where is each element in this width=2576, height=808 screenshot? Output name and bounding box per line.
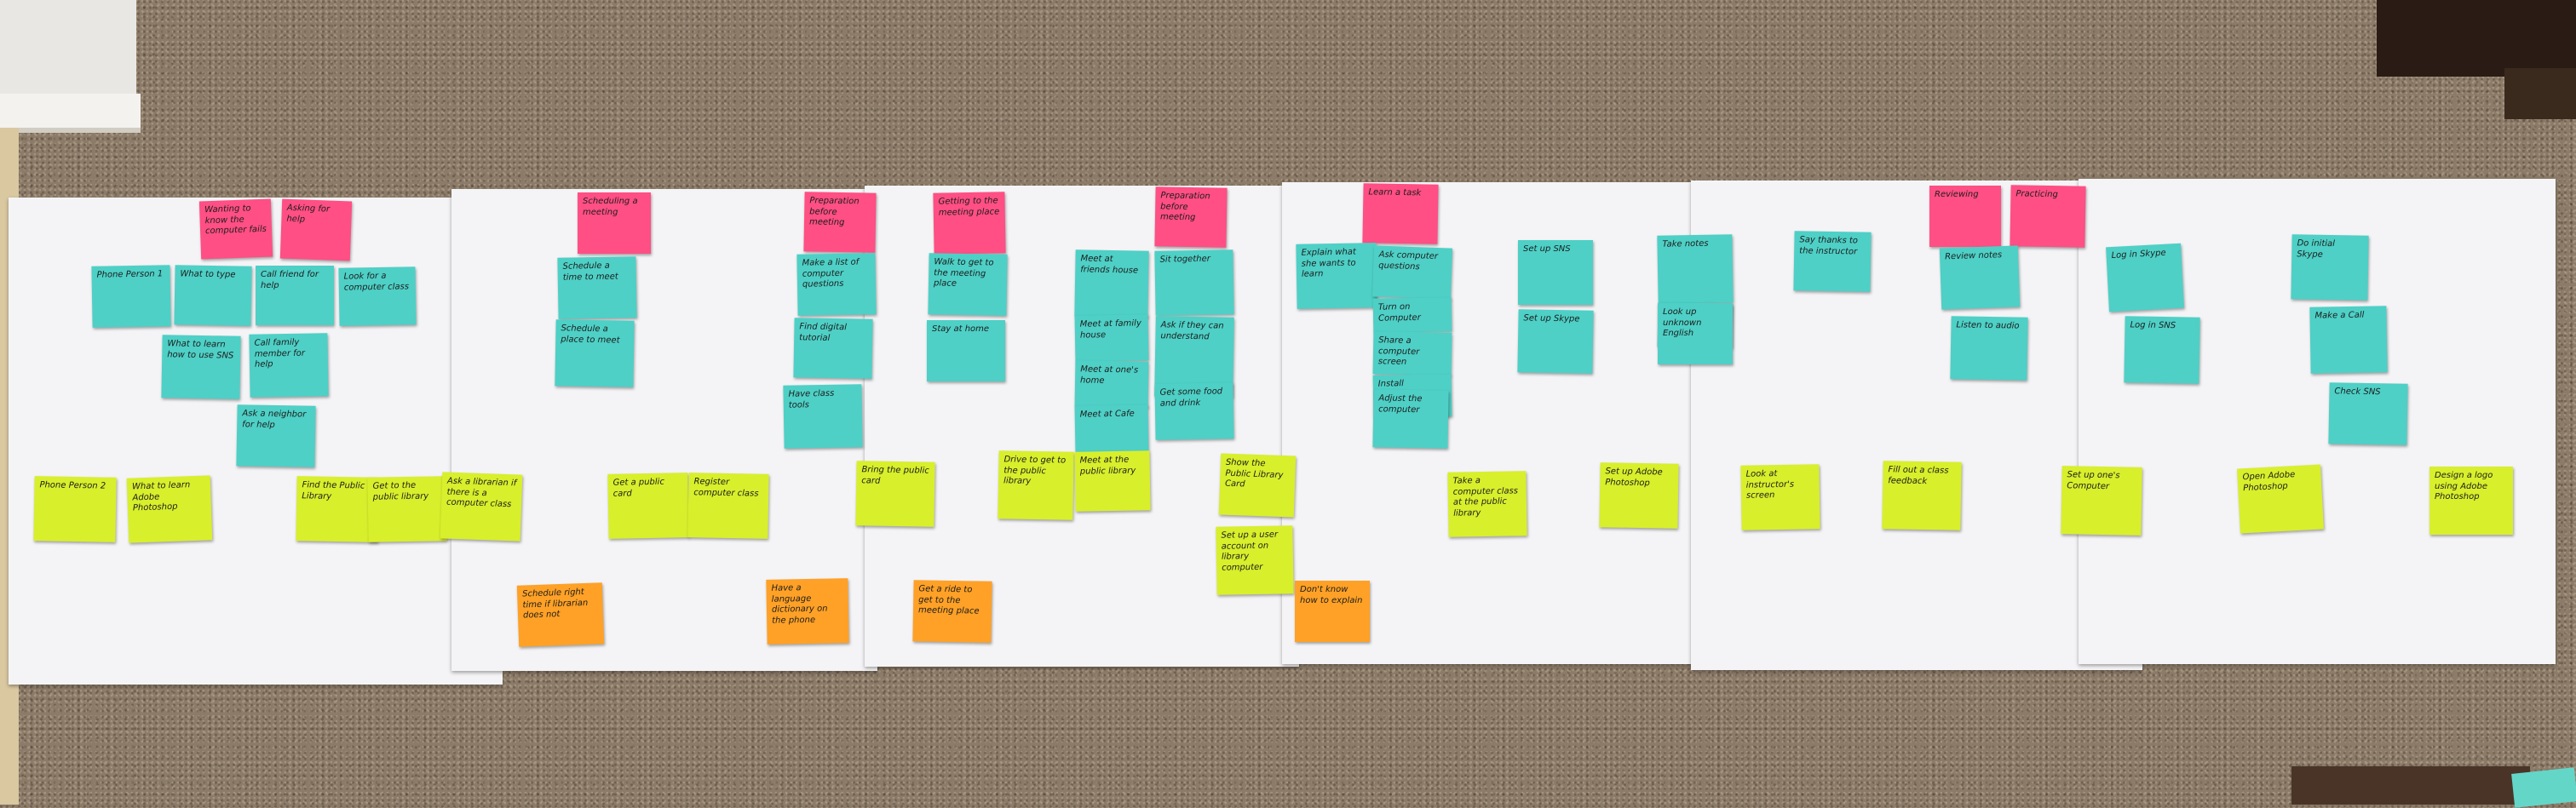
teal-sticky-note: Set up Skype bbox=[1517, 309, 1594, 374]
teal-sticky-note: What to type bbox=[174, 265, 252, 326]
yellow-sticky-note: Register computer class bbox=[687, 473, 769, 539]
yellow-sticky-note: Ask a librarian if there is a computer c… bbox=[440, 472, 523, 542]
teal-sticky-note: Make a list of computer questions bbox=[796, 253, 877, 316]
teal-sticky-note: Schedule a time to meet bbox=[557, 256, 637, 319]
orange-sticky-note: Get a ride to get to the meeting place bbox=[912, 580, 992, 643]
teal-sticky-note: Find digital tutorial bbox=[793, 318, 873, 379]
box-corner bbox=[2291, 766, 2530, 805]
teal-sticky-note: Listen to audio bbox=[1950, 316, 2028, 381]
yellow-sticky-note: Open Adobe Photoshop bbox=[2237, 464, 2324, 534]
baseboard bbox=[0, 94, 141, 133]
pink-sticky-note: Asking for help bbox=[279, 198, 353, 261]
furniture-corner bbox=[2377, 0, 2576, 77]
paper-sheet bbox=[1691, 181, 2142, 670]
teal-sticky-note: Phone Person 1 bbox=[91, 265, 171, 328]
teal-sticky-note: Look up unknown English bbox=[1658, 303, 1733, 364]
pink-sticky-note: Learn a task bbox=[1362, 183, 1439, 244]
yellow-sticky-note: Fill out a class feedback bbox=[1882, 461, 1962, 530]
yellow-sticky-note: Phone Person 2 bbox=[33, 476, 117, 542]
teal-sticky-note: Log in Skype bbox=[2106, 243, 2184, 312]
teal-sticky-note: Meet at Cafe bbox=[1074, 404, 1149, 452]
yellow-sticky-note: Design a logo using Adobe Photoshop bbox=[2429, 467, 2513, 535]
teal-sticky-note: Schedule a place to meet bbox=[555, 319, 635, 387]
teal-sticky-note: Look for a computer class bbox=[338, 266, 417, 326]
teal-sticky-note: Stay at home bbox=[927, 320, 1005, 381]
yellow-sticky-note: What to learn Adobe Photoshop bbox=[126, 475, 213, 543]
teal-sticky-note: Walk to get to the meeting place bbox=[928, 253, 1008, 316]
teal-sticky-note: Meet at family house bbox=[1074, 314, 1149, 362]
teal-sticky-note: Explain what she wants to learn bbox=[1296, 243, 1377, 309]
teal-sticky-note: Set up SNS bbox=[1518, 240, 1593, 305]
teal-sticky-note: Check SNS bbox=[2328, 382, 2408, 445]
yellow-sticky-note: Get a public card bbox=[607, 473, 689, 539]
teal-sticky-note: Have class tools bbox=[783, 384, 863, 449]
teal-sticky-note: Take notes bbox=[1657, 234, 1734, 304]
yellow-sticky-note: Take a computer class at the public libr… bbox=[1447, 471, 1527, 537]
yellow-sticky-note: Meet at the public library bbox=[1074, 450, 1151, 512]
orange-sticky-note: Schedule right time if librarian does no… bbox=[516, 582, 605, 647]
teal-sticky-note: Adjust the computer bbox=[1372, 389, 1449, 449]
pink-sticky-note: Preparation before meeting bbox=[1154, 186, 1228, 248]
yellow-sticky-note: Get to the public library bbox=[367, 476, 447, 542]
teal-sticky-note: Review notes bbox=[1939, 245, 2021, 310]
teal-sticky-note: Ask computer questions bbox=[1371, 245, 1453, 300]
teal-sticky-note: Ask a neighbor for help bbox=[236, 404, 316, 467]
pink-sticky-note: Getting to the meeting place bbox=[933, 192, 1006, 255]
teal-sticky-note: Meet at friends house bbox=[1074, 249, 1149, 318]
orange-sticky-note: Have a language dictionary on the phone bbox=[766, 578, 849, 645]
teal-sticky-note: Get some food and drink bbox=[1154, 382, 1234, 440]
yellow-sticky-note: Look at instructor's screen bbox=[1740, 464, 1820, 530]
teal-sticky-note: Call family member for help bbox=[249, 333, 329, 398]
teal-sticky-note: Make a Call bbox=[2309, 306, 2388, 374]
yellow-sticky-note: Drive to get to the public library bbox=[998, 450, 1074, 520]
teal-sticky-note: Log in SNS bbox=[2124, 316, 2200, 384]
teal-sticky-note: Do initial Skype bbox=[2291, 234, 2369, 301]
pink-sticky-note: Practicing bbox=[2010, 185, 2086, 248]
yellow-sticky-note: Show the Public Library Card bbox=[1218, 453, 1297, 518]
teal-sticky-note: Turn on Computer bbox=[1372, 297, 1452, 333]
pink-sticky-note: Reviewing bbox=[1929, 186, 2001, 247]
teal-sticky-note: Call friend for help bbox=[256, 266, 334, 325]
orange-sticky-note: Don't know how to explain bbox=[1295, 581, 1370, 642]
yellow-sticky-note: Set up a user account on library compute… bbox=[1216, 525, 1294, 595]
teal-sticky-note: Sit together bbox=[1154, 249, 1234, 316]
yellow-sticky-note: Set up Adobe Photoshop bbox=[1599, 462, 1679, 529]
pink-sticky-note: Scheduling a meeting bbox=[578, 192, 651, 254]
pink-sticky-note: Preparation before meeting bbox=[803, 192, 877, 253]
yellow-sticky-note: Bring the public card bbox=[855, 461, 935, 527]
furniture-leg bbox=[2504, 68, 2576, 119]
teal-sticky-note: Share a computer screen bbox=[1372, 331, 1452, 375]
pink-sticky-note: Wanting to know the computer fails bbox=[198, 198, 273, 260]
yellow-sticky-note: Find the Public Library bbox=[296, 476, 379, 542]
loose-note bbox=[2511, 767, 2576, 808]
teal-sticky-note: What to learn how to use SNS bbox=[161, 335, 241, 399]
teal-sticky-note: Meet at one's home bbox=[1074, 360, 1149, 408]
yellow-sticky-note: Set up one's Computer bbox=[2061, 466, 2142, 536]
teal-sticky-note: Say thanks to the instructor bbox=[1793, 231, 1872, 292]
